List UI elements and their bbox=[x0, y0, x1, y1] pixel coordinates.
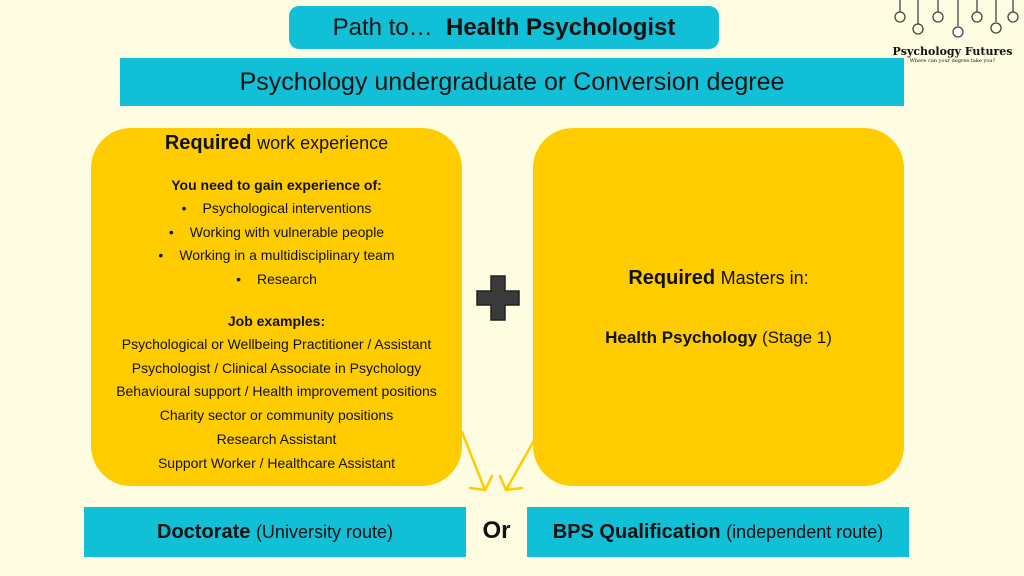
job-item: Research Assistant bbox=[216, 430, 337, 447]
down-arrows-icon bbox=[460, 428, 542, 492]
job-item: Support Worker / Healthcare Assistant bbox=[157, 454, 396, 471]
logo-tagline: Where can your degree take you? bbox=[909, 58, 996, 64]
job-item: Charity sector or community positions bbox=[159, 407, 394, 424]
plus-icon bbox=[476, 275, 520, 321]
experience-item: Psychological interventions bbox=[91, 197, 462, 221]
or-label: Or bbox=[482, 517, 511, 544]
masters-heading: Required Masters in: bbox=[628, 266, 809, 289]
psychology-futures-logo: Psychology Futures Where can your degree… bbox=[885, 0, 1020, 70]
masters-course: Health Psychology (Stage 1) bbox=[605, 327, 832, 347]
jobs-label: Job examples: bbox=[227, 313, 326, 329]
work-heading: Required work experience bbox=[164, 132, 389, 154]
lightbulbs-icon bbox=[894, 0, 1019, 38]
job-item: Psychologist / Clinical Associate in Psy… bbox=[131, 359, 422, 376]
title-prefix: Path to… bbox=[332, 13, 433, 41]
doctorate-route: Doctorate (University route) bbox=[84, 507, 466, 557]
experience-label: You need to gain experience of: bbox=[171, 177, 382, 193]
logo-name: Psychology Futures bbox=[892, 45, 1013, 58]
page-title: Path to… Health Psychologist bbox=[289, 6, 719, 49]
experience-item: Research bbox=[91, 268, 462, 292]
experience-item: Working in a multidisciplinary team bbox=[91, 244, 462, 268]
title-role: Health Psychologist bbox=[446, 13, 676, 41]
bps-route: BPS Qualification (independent route) bbox=[527, 507, 909, 557]
job-item: Behavioural support / Health improvement… bbox=[116, 383, 437, 400]
experience-item: Working with vulnerable people bbox=[91, 221, 462, 245]
masters-box: Required Masters in: Health Psychology (… bbox=[533, 128, 904, 486]
work-experience-box: Required work experience You need to gai… bbox=[91, 128, 462, 486]
job-item: Psychological or Wellbeing Practitioner … bbox=[121, 336, 432, 352]
degree-box: Psychology undergraduate or Conversion d… bbox=[120, 58, 904, 106]
